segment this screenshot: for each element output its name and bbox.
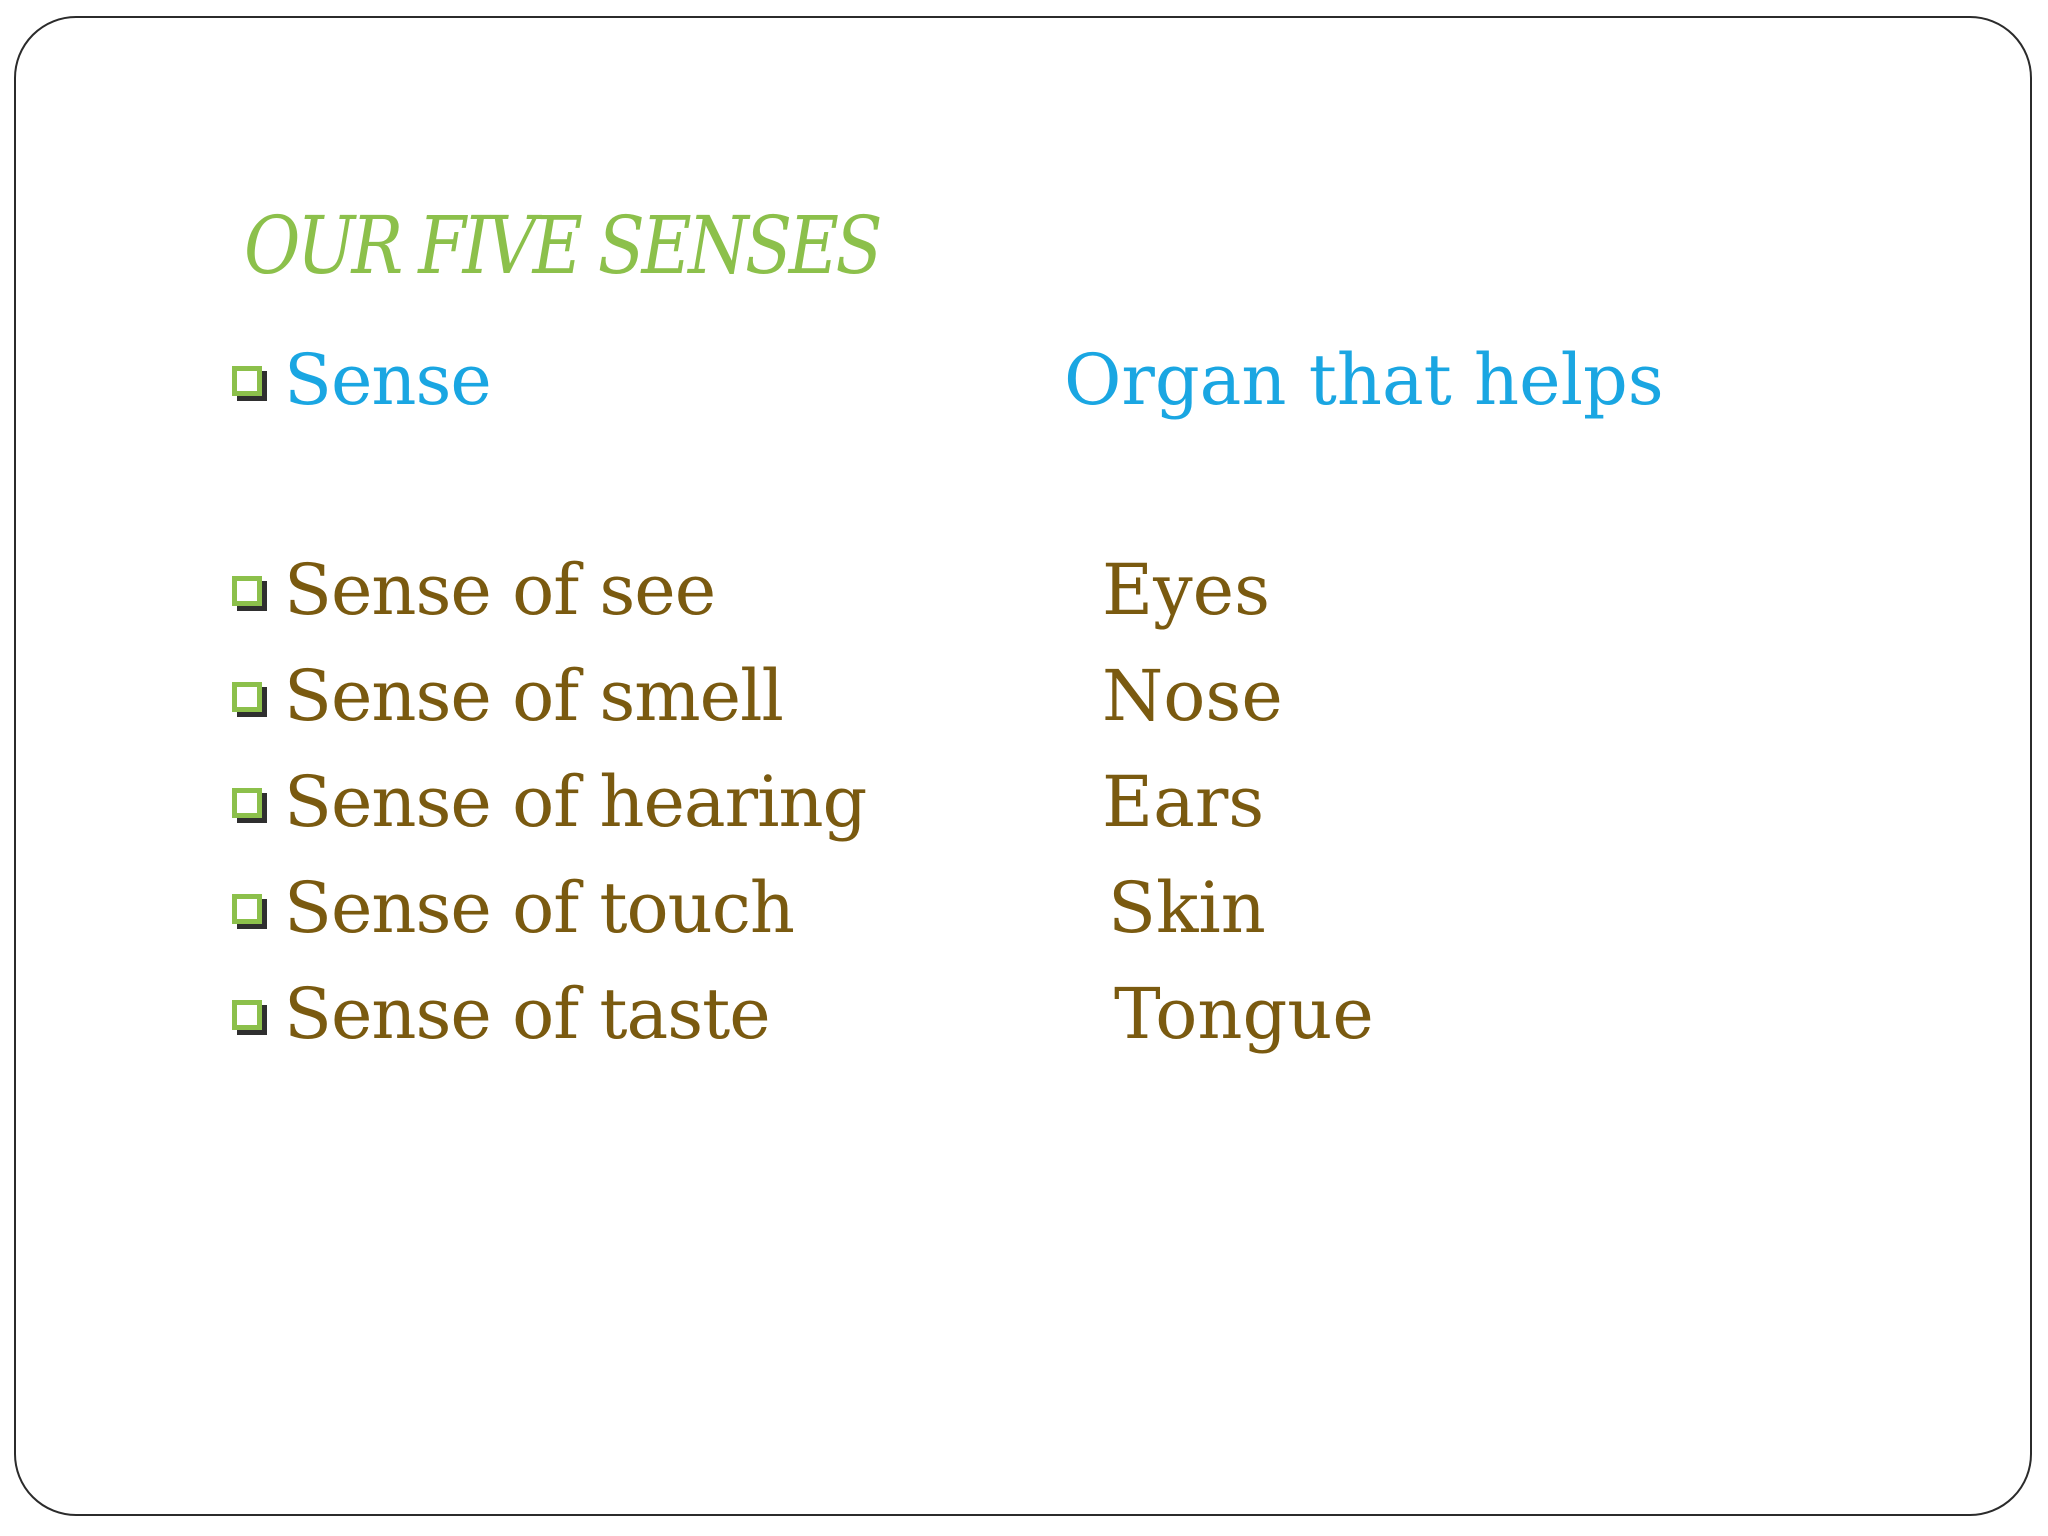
header-sense: Sense <box>284 339 492 421</box>
list-item: Sense of smell Nose <box>228 646 1828 746</box>
sense-name: Sense of see <box>284 549 716 631</box>
header-row: Sense Organ that helps <box>228 330 1828 430</box>
list-item: Sense of hearing Ears <box>228 752 1828 852</box>
checkbox-bullet-icon <box>232 366 262 396</box>
checkbox-bullet-icon <box>232 894 262 924</box>
sense-name: Sense of smell <box>284 655 784 737</box>
sense-name: Sense of touch <box>284 867 795 949</box>
list-item: Sense of touch Skin <box>228 858 1828 958</box>
organ-name: Skin <box>1108 867 1266 949</box>
list-item: Sense of see Eyes <box>228 540 1828 640</box>
organ-name: Ears <box>1102 761 1265 843</box>
list-item: Sense of taste Tongue <box>228 964 1828 1064</box>
organ-name: Nose <box>1102 655 1283 737</box>
checkbox-bullet-icon <box>232 788 262 818</box>
slide-title: OUR FIVE SENSES <box>244 199 883 292</box>
slide: OUR FIVE SENSES <box>14 16 2032 1516</box>
sense-name: Sense of hearing <box>284 761 867 843</box>
checkbox-bullet-icon <box>232 682 262 712</box>
checkbox-bullet-icon <box>232 576 262 606</box>
organ-name: Tongue <box>1114 973 1374 1055</box>
checkbox-bullet-icon <box>232 1000 262 1030</box>
header-organ: Organ that helps <box>1064 339 1664 421</box>
sense-name: Sense of taste <box>284 973 771 1055</box>
organ-name: Eyes <box>1102 549 1270 631</box>
